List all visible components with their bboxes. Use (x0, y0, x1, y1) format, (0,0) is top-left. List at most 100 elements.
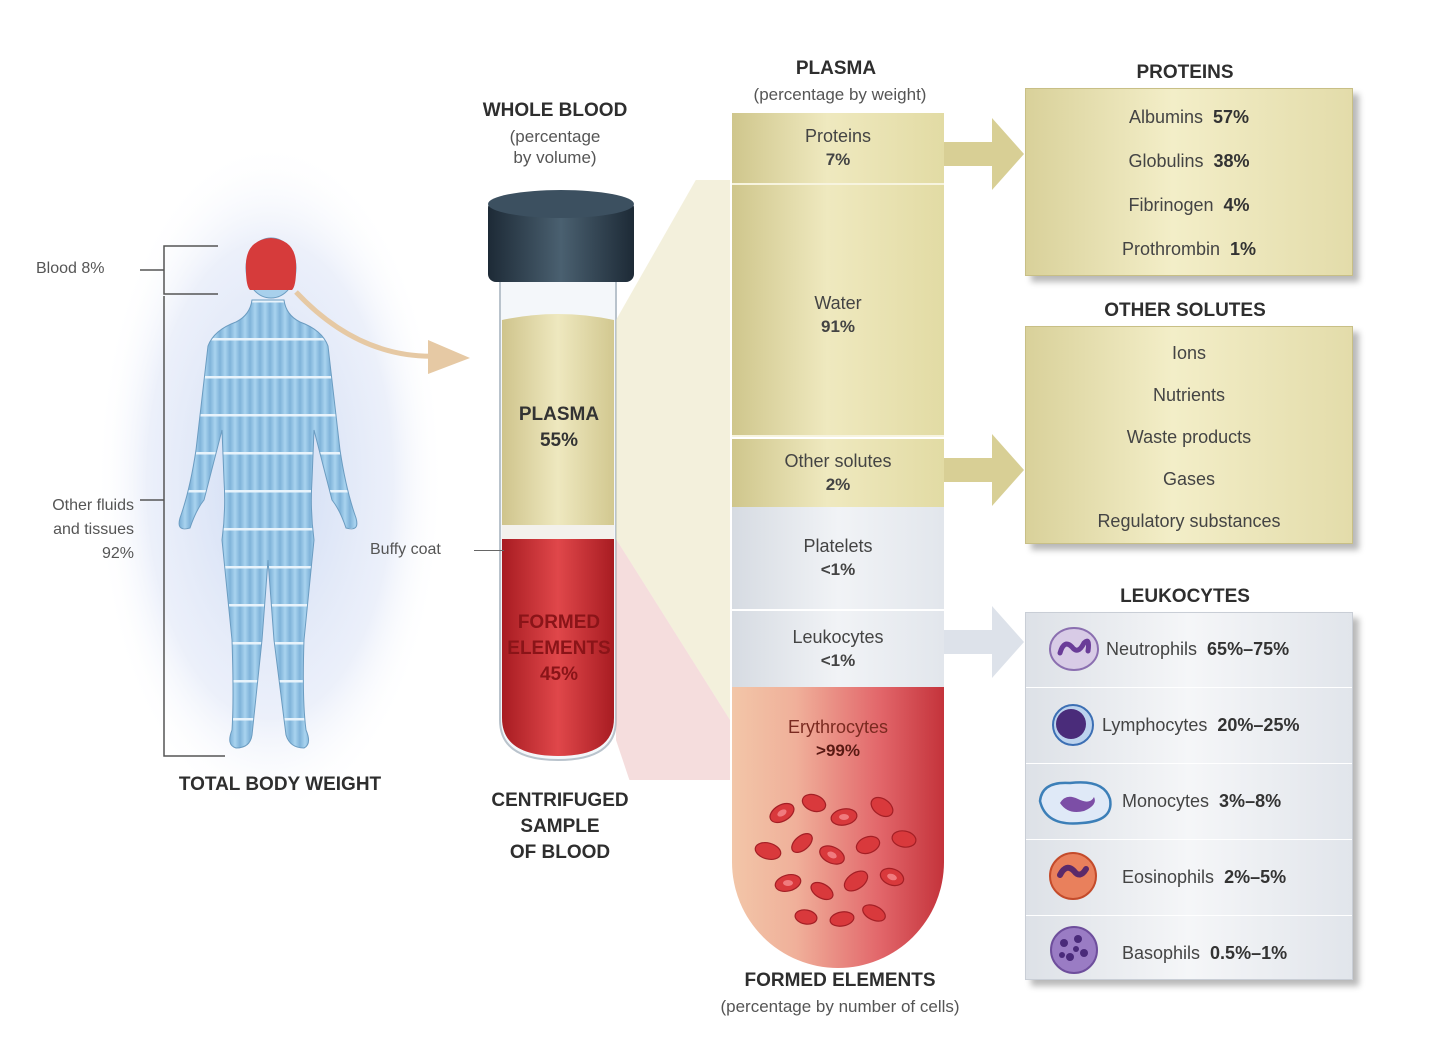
basophils-text: Basophils 0.5%–1% (1122, 943, 1287, 964)
whole-blood-subtitle: (percentage by volume) (440, 126, 670, 168)
proteins-item-albumins: Albumins 57% (1026, 107, 1352, 128)
lymphocytes-pct: 20%–25% (1217, 715, 1300, 735)
buffy-coat-leader (474, 550, 504, 551)
eosinophils-name: Eosinophils (1122, 867, 1215, 887)
leukocyte-row-basophils: Basophils 0.5%–1% (1026, 917, 1352, 991)
leukocytes-segment: Leukocytes <1% (732, 611, 944, 687)
plasma-proteins-segment: Proteins 7% (732, 113, 944, 185)
lymphocytes-text: Lymphocytes 20%–25% (1102, 715, 1299, 736)
composition-column: Proteins 7% Water 91% Other solutes 2% P… (732, 113, 944, 968)
tube-formed-line1: FORMED (517, 612, 601, 633)
other-solutes-item: Regulatory substances (1097, 511, 1281, 531)
prothrombin-name: Prothrombin (1121, 239, 1221, 259)
monocyte-icon (1038, 781, 1112, 825)
basophil-icon (1050, 926, 1098, 974)
tube-formed-label: FORMED ELEMENTS 45% (494, 610, 624, 688)
lymphocytes-name: Lymphocytes (1102, 715, 1208, 735)
proteins-item-globulins: Globulins 38% (1026, 151, 1352, 172)
neutrophil-icon (1049, 627, 1099, 671)
lymphocyte-icon (1052, 704, 1094, 746)
other-solutes-item: Nutrients (1152, 385, 1226, 405)
plasma-other-solutes-label: Other solutes (784, 451, 892, 471)
leukocytes-header: LEUKOCYTES (1120, 586, 1250, 607)
globulins-name: Globulins (1128, 151, 1204, 171)
buffy-coat-label: Buffy coat (370, 541, 441, 558)
eosinophils-pct: 2%–5% (1224, 867, 1287, 887)
centrifuged-line2: SAMPLE (520, 816, 600, 837)
fibrinogen-pct: 4% (1223, 195, 1250, 215)
body-figure-graphic (95, 140, 470, 800)
other-solutes-box: Ions Nutrients Waste products Gases Regu… (1025, 326, 1353, 544)
platelets-segment: Platelets <1% (732, 507, 944, 611)
leukocytes-arrow (944, 606, 1024, 678)
formed-elements-subtitle: (percentage by number of cells) (720, 997, 960, 1016)
centrifuged-sample-title: CENTRIFUGED SAMPLE OF BLOOD (450, 788, 670, 866)
tube-plasma-name: PLASMA (518, 404, 600, 425)
plasma-proteins-label: Proteins (804, 126, 872, 146)
other-fluids-line1: Other fluids (52, 497, 134, 514)
plasma-water-label: Water (814, 293, 862, 313)
platelets-label: Platelets (803, 536, 873, 556)
tube-formed-pct: 45% (539, 664, 579, 685)
proteins-item-fibrinogen: Fibrinogen 4% (1026, 195, 1352, 216)
other-fluids-line2: and tissues (53, 521, 134, 538)
plasma-water-pct: 91% (820, 317, 856, 336)
other-fluids-label: Other fluids and tissues 92% (14, 494, 134, 566)
leukocyte-row-monocytes: Monocytes 3%–8% (1026, 765, 1352, 840)
erythrocytes-pct: >99% (816, 741, 860, 760)
platelets-pct: <1% (820, 560, 856, 579)
leukocyte-row-lymphocytes: Lymphocytes 20%–25% (1026, 689, 1352, 764)
basophils-pct: 0.5%–1% (1210, 943, 1288, 963)
proteins-box: Albumins 57% Globulins 38% Fibrinogen 4% Pr… (1025, 88, 1353, 276)
plasma-subtitle: (percentage by weight) (753, 85, 927, 104)
other-solutes-header: OTHER SOLUTES (1104, 300, 1266, 321)
leukocytes-box: Neutrophils 65%–75% Lymphocytes 20%–25% Mo… (1025, 612, 1353, 980)
plasma-other-solutes-pct: 2% (825, 475, 851, 494)
eosinophil-icon (1049, 852, 1097, 900)
plasma-other-solutes-segment: Other solutes 2% (732, 439, 944, 507)
basophils-name: Basophils (1122, 943, 1201, 963)
albumins-name: Albumins (1128, 107, 1203, 127)
neutrophils-pct: 65%–75% (1207, 639, 1290, 659)
monocytes-name: Monocytes (1122, 791, 1210, 811)
centrifuged-line3: OF BLOOD (509, 842, 611, 863)
proteins-header: PROTEINS (1136, 62, 1234, 83)
whole-blood-sub-line1: (percentage (509, 127, 601, 146)
prothrombin-pct: 1% (1230, 239, 1257, 259)
neutrophils-text: Neutrophils 65%–75% (1106, 639, 1289, 660)
leukocyte-row-neutrophils: Neutrophils 65%–75% (1026, 613, 1352, 688)
plasma-header: PLASMA (795, 58, 877, 79)
eosinophils-text: Eosinophils 2%–5% (1122, 867, 1286, 888)
monocytes-text: Monocytes 3%–8% (1122, 791, 1281, 812)
other-solutes-item: Ions (1171, 343, 1207, 363)
centrifuged-line1: CENTRIFUGED (491, 790, 629, 811)
tube-formed-line2: ELEMENTS (507, 638, 611, 659)
plasma-water-segment: Water 91% (732, 185, 944, 437)
proteins-arrow (944, 118, 1024, 190)
other-solutes-arrow (944, 434, 1024, 506)
plasma-proteins-pct: 7% (825, 150, 851, 169)
leukocyte-row-eosinophils: Eosinophils 2%–5% (1026, 841, 1352, 916)
blood-percent-label: Blood 8% (36, 260, 105, 277)
test-tube-graphic (488, 180, 730, 780)
monocytes-pct: 3%–8% (1219, 791, 1282, 811)
red-blood-cells-graphic (754, 793, 917, 927)
tube-plasma-label: PLASMA 55% (500, 402, 618, 454)
formed-elements-footer: FORMED ELEMENTS (744, 970, 936, 991)
whole-blood-header: WHOLE BLOOD (482, 100, 628, 121)
neutrophils-name: Neutrophils (1106, 639, 1198, 659)
other-solutes-item: Gases (1162, 469, 1216, 489)
total-body-weight-title: TOTAL BODY WEIGHT (178, 774, 382, 795)
fibrinogen-name: Fibrinogen (1128, 195, 1214, 215)
tube-plasma-pct: 55% (539, 430, 579, 451)
leukocytes-pct: <1% (820, 651, 856, 670)
whole-blood-sub-line2: by volume) (513, 148, 597, 167)
other-fluids-line3: 92% (101, 545, 134, 562)
albumins-pct: 57% (1213, 107, 1250, 127)
leukocytes-label: Leukocytes (792, 627, 884, 647)
globulins-pct: 38% (1213, 151, 1250, 171)
proteins-item-prothrombin: Prothrombin 1% (1026, 239, 1352, 260)
other-solutes-item: Waste products (1126, 427, 1252, 447)
erythrocytes-label: Erythrocytes (787, 717, 889, 737)
connector-arrows (944, 118, 1024, 678)
